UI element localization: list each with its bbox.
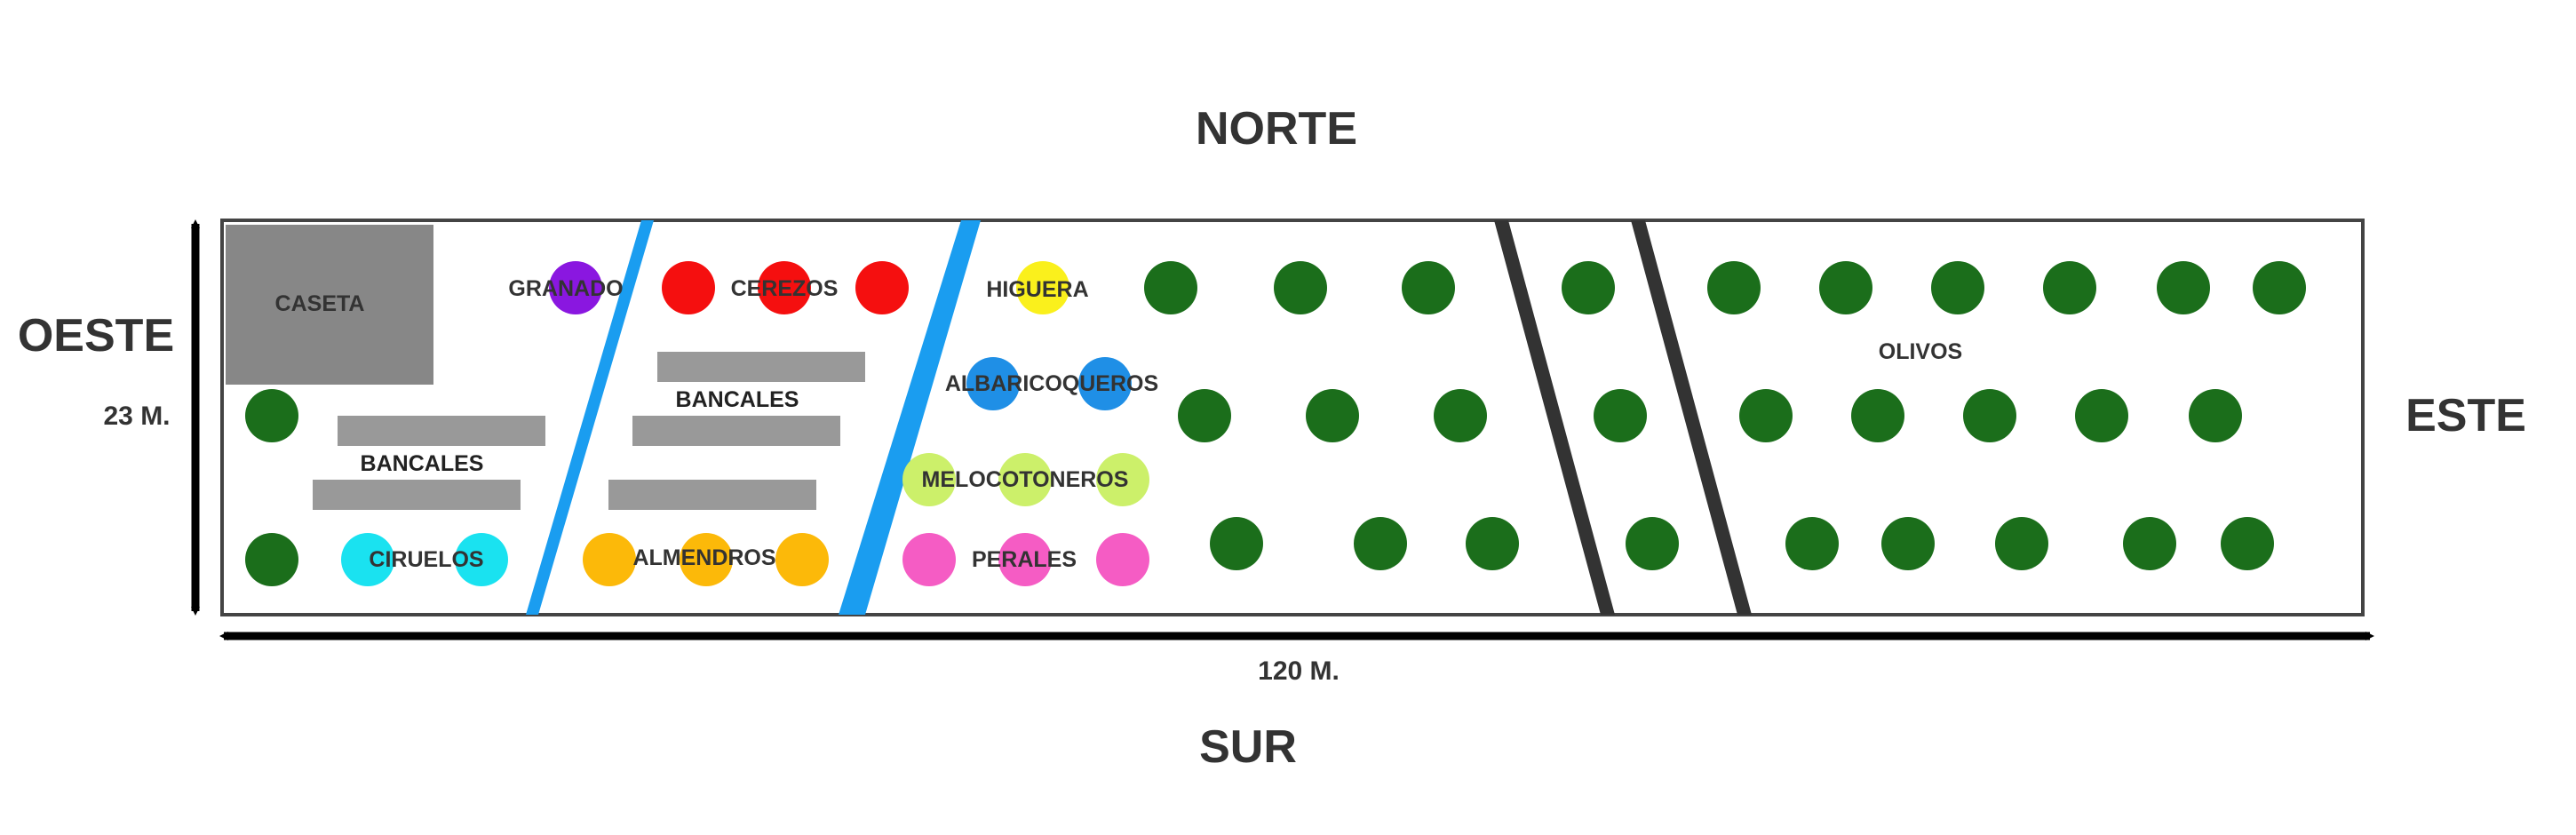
- olivo-tree: [1626, 517, 1679, 570]
- olivo-tree: [1785, 517, 1839, 570]
- peral-tree: [998, 533, 1052, 586]
- olivo-tree: [1819, 261, 1872, 314]
- bancal-left-1: [338, 416, 545, 446]
- east-label: ESTE: [2405, 390, 2526, 441]
- olivo-tree: [1434, 389, 1487, 442]
- ciruelo-tree: [455, 533, 508, 586]
- olivo-tree: [1739, 389, 1793, 442]
- caseta-label: CASETA: [275, 291, 365, 316]
- olivo-tree: [245, 533, 298, 586]
- almendro-tree: [583, 533, 636, 586]
- peral-tree: [1096, 533, 1149, 586]
- bancal-middle-2: [632, 416, 840, 446]
- ciruelo-tree: [341, 533, 394, 586]
- olivo-tree: [1210, 517, 1263, 570]
- granado-label: GRANADO: [508, 276, 623, 301]
- olivo-tree: [2221, 517, 2274, 570]
- north-label: NORTE: [1196, 103, 1357, 155]
- bancales-middle-label: BANCALES: [676, 387, 799, 412]
- olivo-tree: [245, 389, 298, 442]
- bancal-left-2: [313, 480, 521, 510]
- path-line-left: [1494, 220, 1615, 615]
- ciruelos-label: CIRUELOS: [369, 547, 483, 572]
- olivo-tree: [2075, 389, 2128, 442]
- width-dimension-label: 23 M.: [103, 402, 170, 431]
- olivo-tree: [1995, 517, 2048, 570]
- albaricoquero-tree: [966, 357, 1020, 410]
- trees-layer: [245, 261, 2306, 586]
- olivo-tree: [2043, 261, 2096, 314]
- melocotoneros-label: MELOCOTONEROS: [922, 467, 1129, 492]
- olivo-tree: [2157, 261, 2210, 314]
- olivo-tree: [1144, 261, 1197, 314]
- water-channel-right: [839, 220, 981, 615]
- olivo-tree: [1306, 389, 1359, 442]
- olivo-tree: [1881, 517, 1935, 570]
- higuera-tree: [1016, 261, 1069, 314]
- olivo-tree: [2253, 261, 2306, 314]
- albaricoqueros-label: ALBARICOQUEROS: [945, 371, 1158, 396]
- olivo-tree: [1594, 389, 1647, 442]
- almendros-label: ALMENDROS: [632, 545, 775, 570]
- water-channel-left: [526, 220, 654, 615]
- olivo-tree: [1562, 261, 1615, 314]
- length-dimension-label: 120 M.: [1258, 656, 1340, 686]
- bancal-middle-1: [657, 352, 865, 382]
- caseta-building: [226, 225, 433, 385]
- granado-tree: [549, 261, 602, 314]
- melocotonero-tree: [998, 453, 1052, 506]
- olivo-tree: [1354, 517, 1407, 570]
- olivo-tree: [2123, 517, 2176, 570]
- almendro-tree: [680, 533, 733, 586]
- melocotonero-tree: [1096, 453, 1149, 506]
- cerezo-tree: [758, 261, 811, 314]
- south-label: SUR: [1199, 721, 1297, 773]
- almendro-tree: [775, 533, 829, 586]
- olivo-tree: [1931, 261, 1984, 314]
- olivo-tree: [1178, 389, 1231, 442]
- olivo-tree: [2189, 389, 2242, 442]
- olivo-tree: [1851, 389, 1904, 442]
- olivo-tree: [1707, 261, 1761, 314]
- perales-label: PERALES: [972, 547, 1077, 572]
- olivos-label: OLIVOS: [1879, 339, 1962, 364]
- cerezos-label: CEREZOS: [731, 276, 839, 301]
- bancal-middle-3: [608, 480, 816, 510]
- cerezo-tree: [662, 261, 715, 314]
- olivo-tree: [1274, 261, 1327, 314]
- peral-tree: [902, 533, 956, 586]
- higuera-label: HIGUERA: [986, 277, 1088, 302]
- olivo-tree: [1402, 261, 1455, 314]
- bancales-left-label: BANCALES: [361, 451, 484, 476]
- albaricoquero-tree: [1078, 357, 1132, 410]
- path-line-right: [1631, 220, 1752, 615]
- west-label: OESTE: [18, 310, 174, 362]
- olivo-tree: [1466, 517, 1519, 570]
- cerezo-tree: [855, 261, 909, 314]
- olivo-tree: [1963, 389, 2016, 442]
- melocotonero-tree: [902, 453, 956, 506]
